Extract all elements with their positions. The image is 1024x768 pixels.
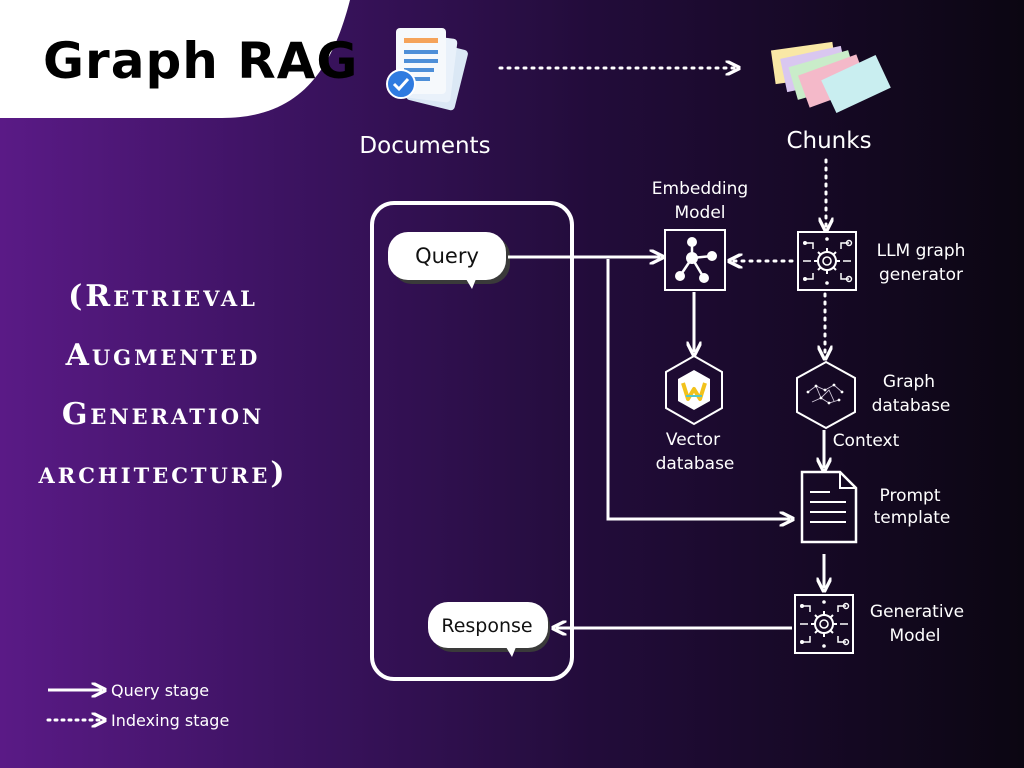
legend-query-stage: Query stage (111, 681, 209, 700)
llm-graph-generator-label-line-1: LLM graph (877, 241, 966, 261)
embedding-model-label-line-2: Model (674, 203, 725, 223)
llm-chip-icon (797, 231, 857, 291)
generative-model-label-line-2: Model (889, 626, 940, 646)
query-response-panel (370, 201, 574, 681)
documents-label: Documents (359, 133, 490, 159)
response-label: Response (441, 615, 532, 637)
graph-database-icon (796, 360, 856, 430)
vector-database-label-line-1: Vector (666, 430, 720, 450)
prompt-template-label-line-2: template (874, 508, 951, 528)
prompt-document-icon (800, 470, 858, 544)
documents-icon (386, 28, 468, 111)
legend-indexing-stage: Indexing stage (111, 711, 229, 730)
query-label: Query (415, 244, 479, 268)
generative-model-label-line-1: Generative (870, 602, 964, 622)
subtitle-line-4: architecture) (37, 456, 287, 491)
graph-database-label-line-2: database (872, 396, 951, 416)
subtitle-line-3: Generation (62, 397, 264, 432)
title-card: Graph RAG (0, 0, 358, 118)
context-label: Context (833, 431, 900, 451)
chunks-icon (770, 41, 891, 113)
graph-database-label-line-1: Graph (883, 372, 935, 392)
response-bubble[interactable]: Response (428, 602, 550, 657)
query-arrow-query-prompt (606, 259, 790, 519)
vector-database-icon (665, 354, 723, 426)
prompt-template-label-line-1: Prompt (880, 486, 941, 506)
legend: Query stage Indexing stage (46, 681, 229, 730)
embedding-model-icon (664, 229, 726, 291)
chunks-label: Chunks (786, 128, 871, 154)
subtitle-line-2: Augmented (65, 338, 261, 373)
vector-database-label-line-2: database (656, 454, 735, 474)
query-bubble[interactable]: Query (388, 232, 510, 289)
generative-model-chip-icon (794, 594, 854, 654)
subtitle: (Retrieval Augmented Generation architec… (37, 279, 287, 491)
embedding-model-label-line-1: Embedding (652, 179, 748, 199)
subtitle-line-1: (Retrieval (68, 279, 258, 314)
page-title: Graph RAG (43, 32, 358, 90)
llm-graph-generator-label-line-2: generator (879, 265, 963, 285)
